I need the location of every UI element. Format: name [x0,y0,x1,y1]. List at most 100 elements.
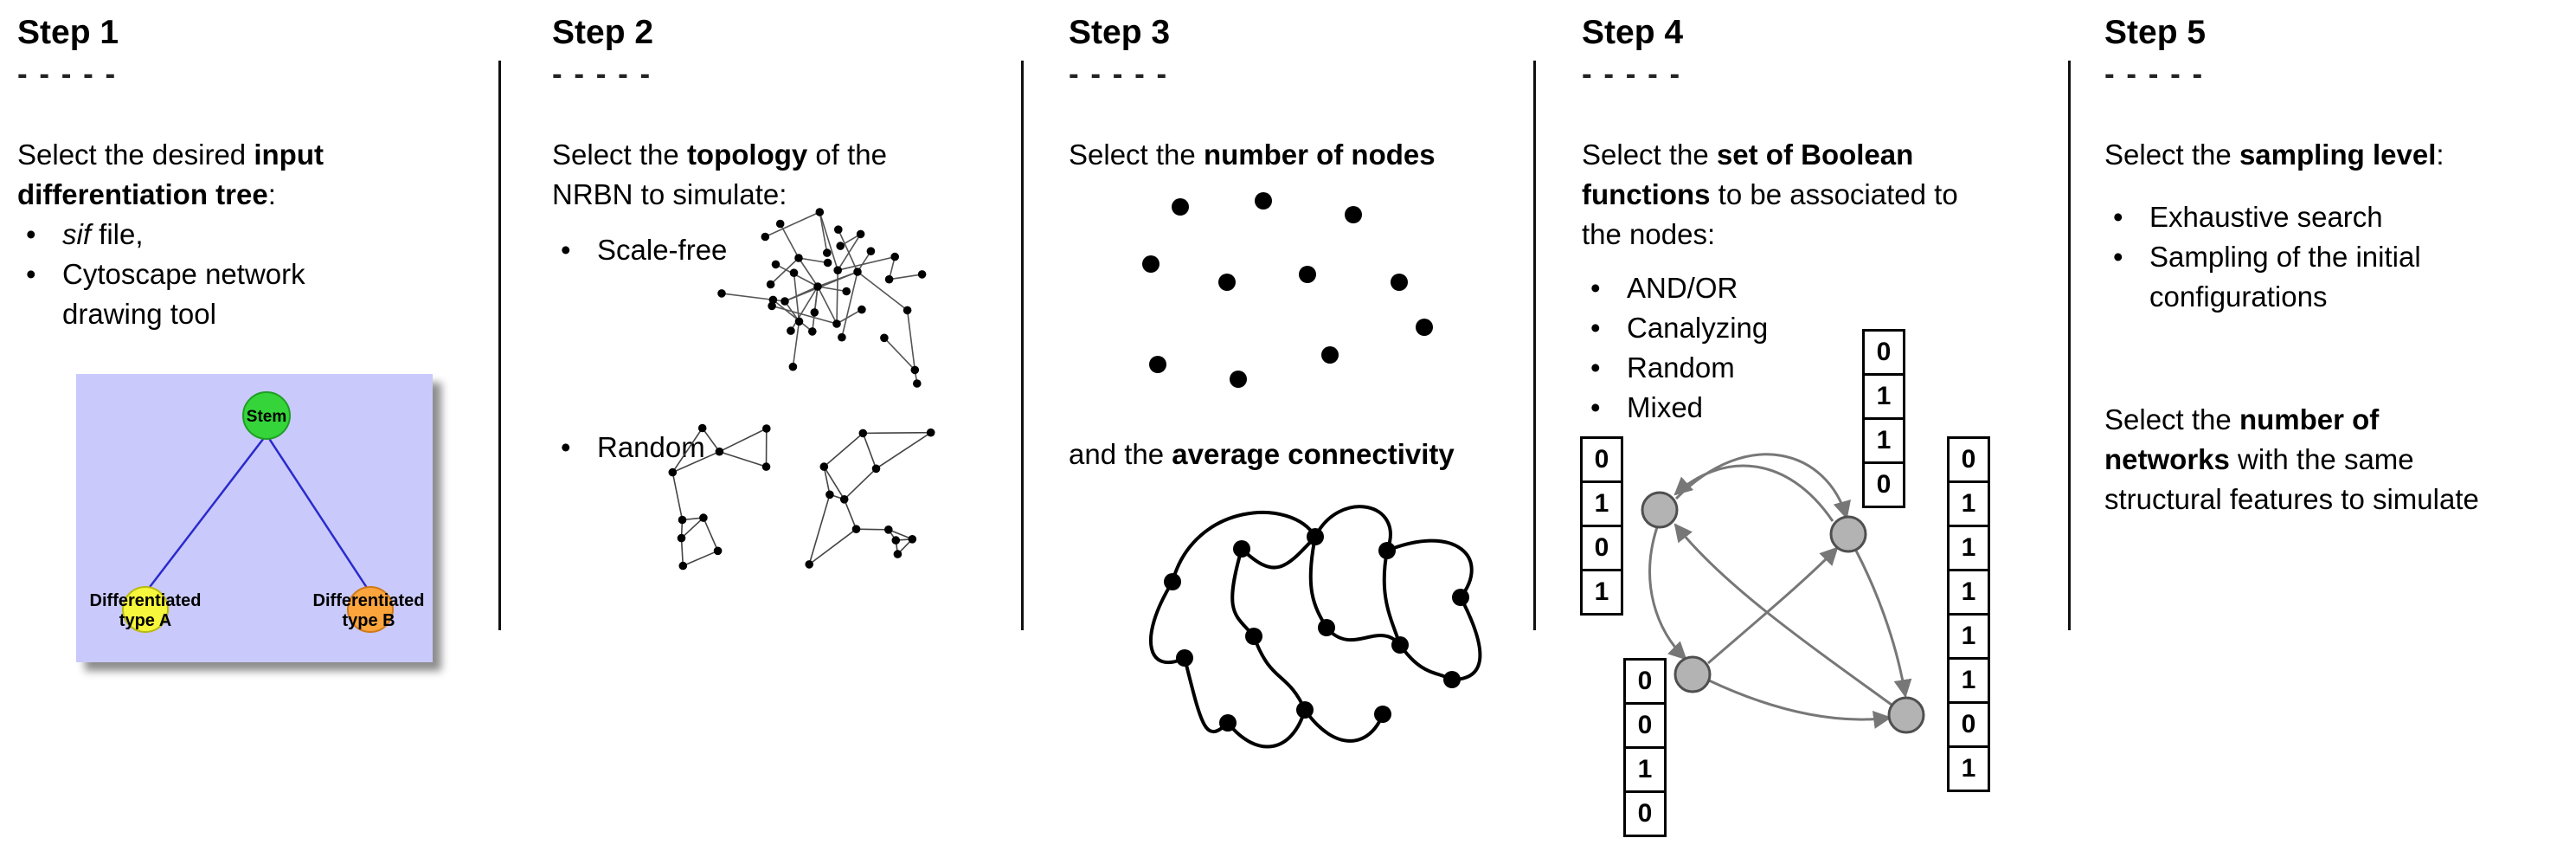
bullet-dot: • [561,234,571,266]
bullet-and-or-label: AND/OR [1627,272,1738,304]
nodes-dots-image [1142,192,1433,388]
truth-table-top: 0 1 1 0 [1862,329,1905,508]
bullet-random: • Random [552,428,959,467]
bullet-cytoscape: • Cytoscape network drawing tool [17,255,407,334]
bullet-exhaustive-search: • Exhaustive search [2104,197,2511,237]
network-edge [1707,546,1839,665]
network-node [1829,515,1867,553]
bullet-scale-free: • Scale-free [552,230,959,270]
truth-table-cell: 0 [1947,436,1990,483]
connectivity-tangle-image [1149,505,1482,749]
step-3-title: Step 3 [1069,14,1171,51]
step-1-dashes: - - - - - [17,57,118,91]
column-divider [2068,61,2071,630]
step-2-title: Step 2 [552,14,654,51]
step-1-title: Step 1 [17,14,119,51]
bullet-cytoscape-label: Cytoscape network drawing tool [62,258,305,330]
bullet-dot: • [26,258,36,290]
step-3-line1: Select the number of nodes [1069,139,1436,171]
bullet-dot: • [26,218,36,250]
scale-free-network-image [717,208,927,388]
step-5-title: Step 5 [2104,14,2207,51]
column-divider [1533,61,1536,630]
network-edge [1854,550,1912,699]
truth-table-cell: 0 [1862,329,1905,376]
type-a-node [122,586,169,633]
bullet-and-or: • AND/OR [1582,268,1997,308]
tangle-dots [1164,528,1469,732]
bullet-dot: • [1590,272,1601,304]
truth-table-cell: 1 [1947,480,1990,527]
step-3-line2: and the average connectivity [1069,438,1455,470]
step-3-dashes: - - - - - [1069,57,1169,91]
step-4-intro: Select the set of Boolean functions to b… [1582,139,1958,250]
differentiation-tree-image: Stem Differentiated type A Differentiate… [76,374,433,662]
step-2-dashes: - - - - - [552,57,652,91]
step-3-column: Step 3 - - - - - Select the number of no… [1069,0,1571,474]
stem-node [242,391,291,440]
step-4-column: Step 4 - - - - - Select the set of Boole… [1582,0,1997,428]
bullet-dot: • [1590,351,1601,384]
random-network-image [668,423,935,571]
truth-table-cell: 0 [1862,461,1905,508]
bullet-dot: • [2113,241,2123,273]
truth-table-cell: 1 [1947,525,1990,571]
bullet-mixed: • Mixed [1582,388,1997,428]
column-divider [498,61,501,630]
boolean-network-edges [1648,453,1912,729]
type-a-label-line2: type A [119,611,171,630]
network-node [1673,655,1712,693]
node-dots [1142,192,1433,388]
truth-table-cell: 0 [1947,701,1990,748]
bullet-canalyzing: • Canalyzing [1582,308,1997,348]
tangle-edges [1149,505,1482,749]
bullet-dot: • [2113,201,2123,233]
truth-table-cell: 1 [1947,569,1990,616]
truth-table-left: 0 1 0 1 [1580,436,1623,616]
network-node [1641,491,1679,529]
truth-table-cell: 0 [1623,790,1667,837]
network-node [1887,696,1925,734]
step-5-second: Select the number of networks with the s… [2104,403,2479,515]
type-b-label-line1: Differentiated [313,591,425,610]
bullet-mixed-label: Mixed [1627,391,1704,423]
step-5-column: Step 5 - - - - - Select the sampling lev… [2104,0,2511,519]
bullet-canalyzing-label: Canalyzing [1627,312,1769,344]
truth-table-right: 0 1 1 1 1 1 0 1 [1947,436,1990,792]
step-1-column: Step 1 - - - - - Select the desired inpu… [17,0,433,662]
truth-table-cell: 1 [1623,746,1667,793]
bullet-dot: • [1590,391,1601,423]
boolean-network-figure: 0 1 1 0 0 1 0 1 0 0 1 0 0 1 1 1 1 1 0 1 [1575,324,2021,848]
truth-table-cell: 0 [1623,658,1667,705]
bullet-random-functions-label: Random [1627,351,1735,384]
truth-table-cell: 1 [1580,480,1623,527]
boolean-network-nodes [1641,491,1925,734]
truth-table-cell: 1 [1862,373,1905,420]
truth-table-cell: 1 [1947,657,1990,704]
bullet-scale-free-label: Scale-free [597,234,728,266]
bullet-sampling-initial-label: Sampling of the initial configurations [2149,241,2421,313]
truth-table-cell: 1 [1947,613,1990,660]
step-5-intro: Select the sampling level: [2104,139,2444,171]
step-1-intro: Select the desired input differentiation… [17,139,324,210]
truth-table-cell: 1 [1862,417,1905,464]
boolean-network-image [1641,453,1925,734]
step-4-title: Step 4 [1582,14,1684,51]
type-b-node [347,586,394,633]
bullet-random-label: Random [597,431,705,463]
network-edge [1648,526,1687,661]
column-divider [1021,61,1024,630]
truth-table-cell: 1 [1947,745,1990,792]
step-5-dashes: - - - - - [2104,57,2205,91]
stem-label: Stem [247,408,286,426]
tree-edge [265,434,370,591]
network-edge [1674,453,1851,520]
truth-table-cell: 0 [1580,525,1623,571]
bullet-random-functions: • Random [1582,348,1997,388]
bullet-exhaustive-search-label: Exhaustive search [2149,201,2383,233]
bullet-dot: • [1590,312,1601,344]
bullet-sif-file-label: sif file, [62,218,144,250]
step-2-intro: Select the topology of the NRBN to simul… [552,139,887,210]
truth-table-cell: 1 [1580,569,1623,616]
bullet-dot: • [561,431,571,463]
